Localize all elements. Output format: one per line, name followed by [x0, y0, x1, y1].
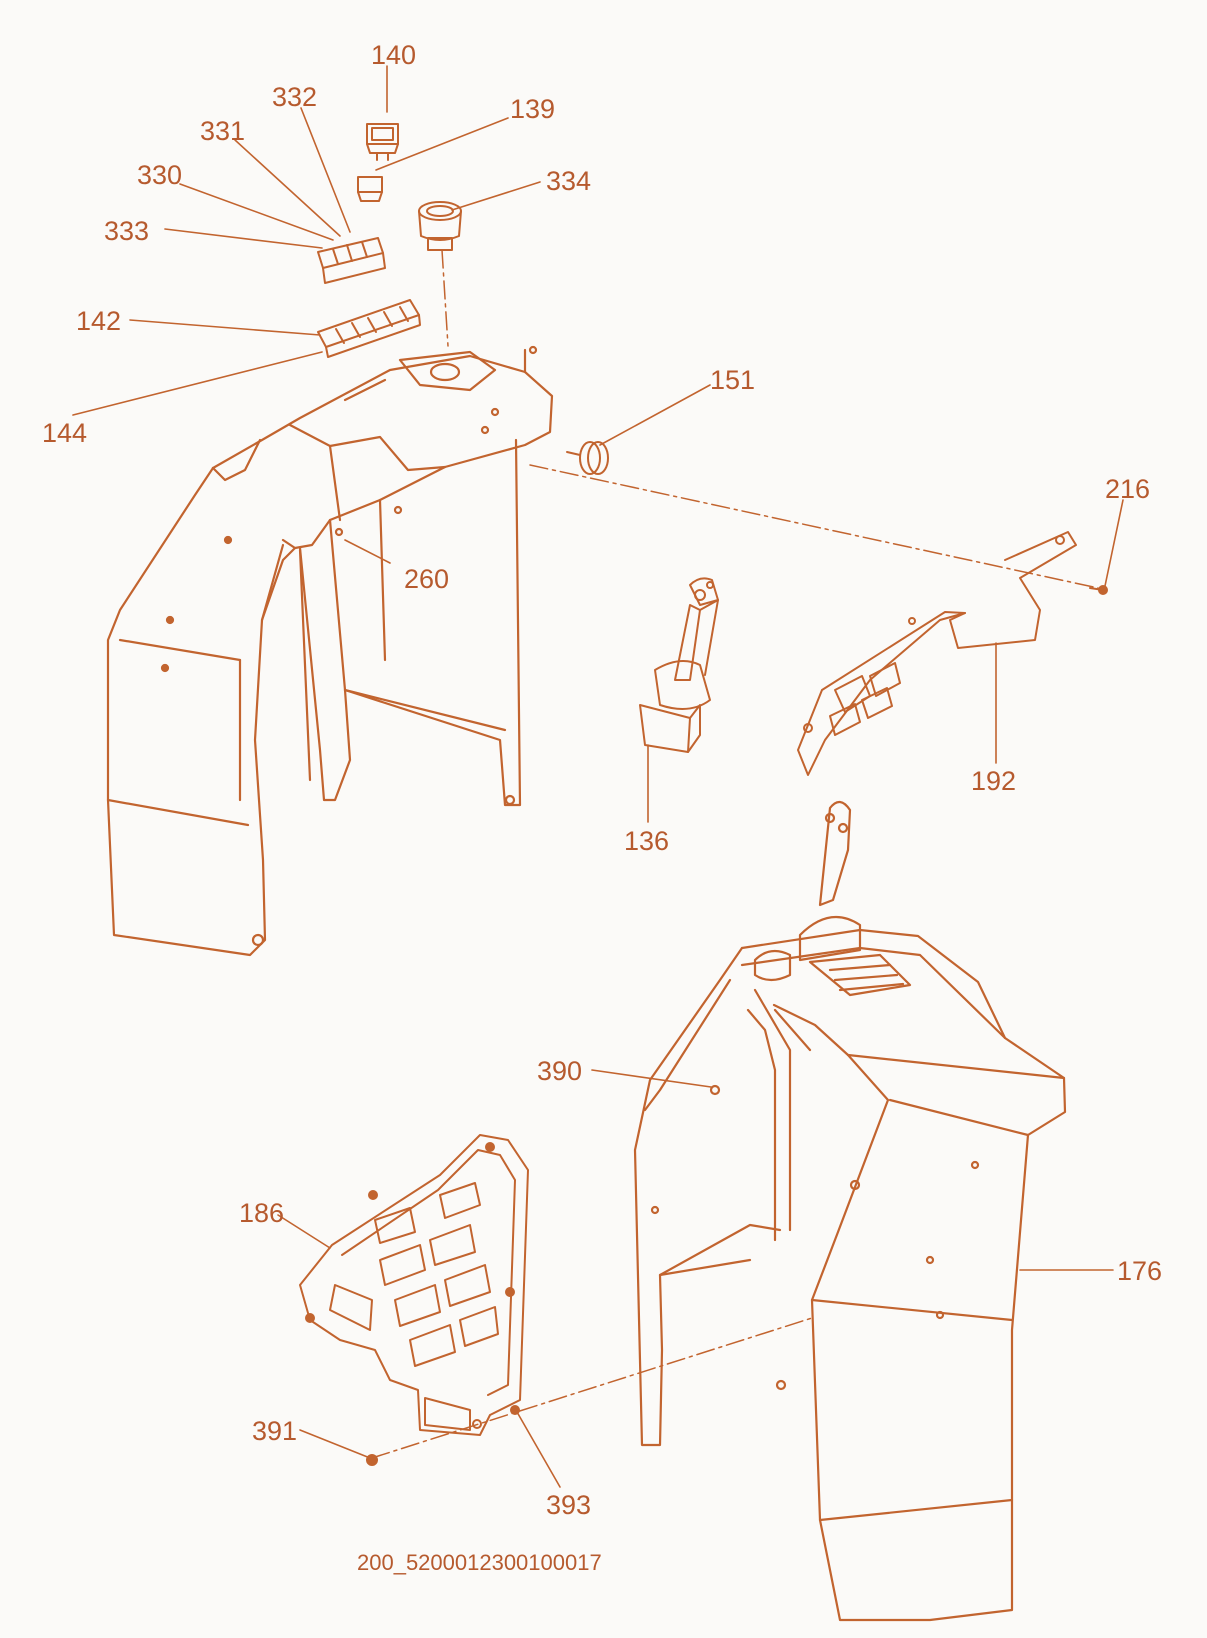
- callout-390: 390: [537, 1056, 583, 1086]
- right-console-176: [633, 800, 1067, 1622]
- callout-139: 139: [510, 94, 556, 124]
- callout-140: 140: [371, 40, 417, 70]
- assembly-centerlines: [371, 249, 1099, 1459]
- washer-393: [510, 1405, 520, 1415]
- switch-140: [366, 123, 399, 161]
- callout-331: 331: [200, 116, 246, 146]
- callout-260: 260: [404, 564, 450, 594]
- callout-151: 151: [710, 365, 756, 395]
- callout-393: 393: [546, 1490, 592, 1520]
- joystick-136: [639, 577, 719, 753]
- callout-136: 136: [624, 826, 670, 856]
- switch-block-333: [317, 237, 386, 284]
- callout-192: 192: [971, 766, 1017, 796]
- callout-142: 142: [76, 306, 122, 336]
- callout-391: 391: [252, 1416, 298, 1446]
- step-plate-186: [299, 1134, 529, 1436]
- callout-333: 333: [104, 216, 150, 246]
- grommet-151: [566, 441, 609, 475]
- ignition-334: [418, 201, 462, 251]
- fastener-391: [366, 1454, 378, 1466]
- document-code: 200_5200012300100017: [357, 1550, 602, 1575]
- callout-176: 176: [1117, 1256, 1163, 1286]
- callout-186: 186: [239, 1198, 285, 1228]
- switch-panel-142: [317, 299, 421, 358]
- callout-330: 330: [137, 160, 183, 190]
- callout-334: 334: [546, 166, 592, 196]
- callout-216: 216: [1105, 474, 1151, 504]
- switch-139: [357, 176, 383, 202]
- upper-console-144: [106, 345, 554, 957]
- rear-plate-192: [797, 531, 1077, 776]
- callout-332: 332: [272, 82, 318, 112]
- bolt-216: [1089, 585, 1108, 595]
- leader-lines: [72, 65, 1124, 1488]
- callout-144: 144: [42, 418, 88, 448]
